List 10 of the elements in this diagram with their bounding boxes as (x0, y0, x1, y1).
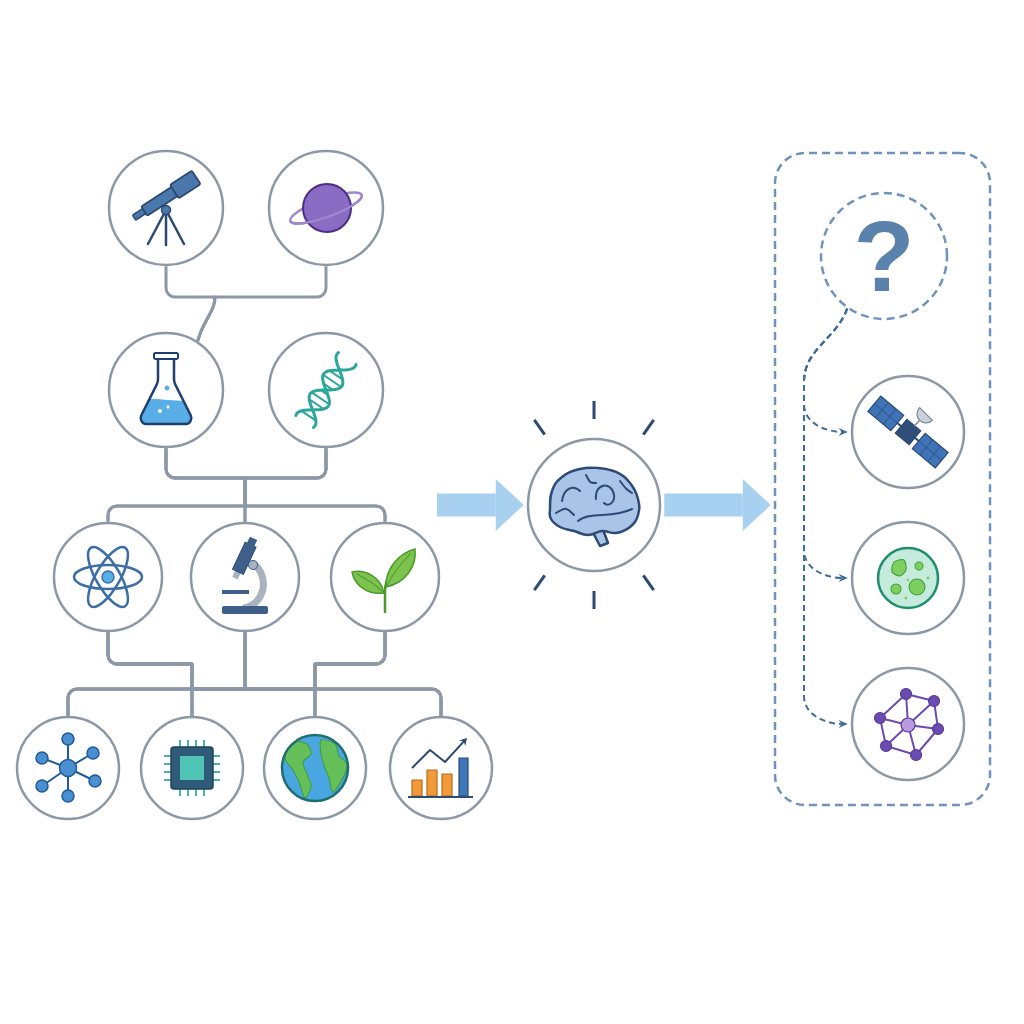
block-arrow (437, 479, 524, 531)
icon-circle (267, 331, 385, 449)
icon-circle (52, 521, 164, 633)
icon-circle (189, 521, 301, 633)
connector-line (196, 266, 328, 342)
icon-circle (850, 666, 966, 782)
connector-line (313, 632, 443, 716)
block-arrow (664, 479, 771, 531)
icon-circle (107, 331, 225, 449)
connector-line (243, 448, 387, 522)
